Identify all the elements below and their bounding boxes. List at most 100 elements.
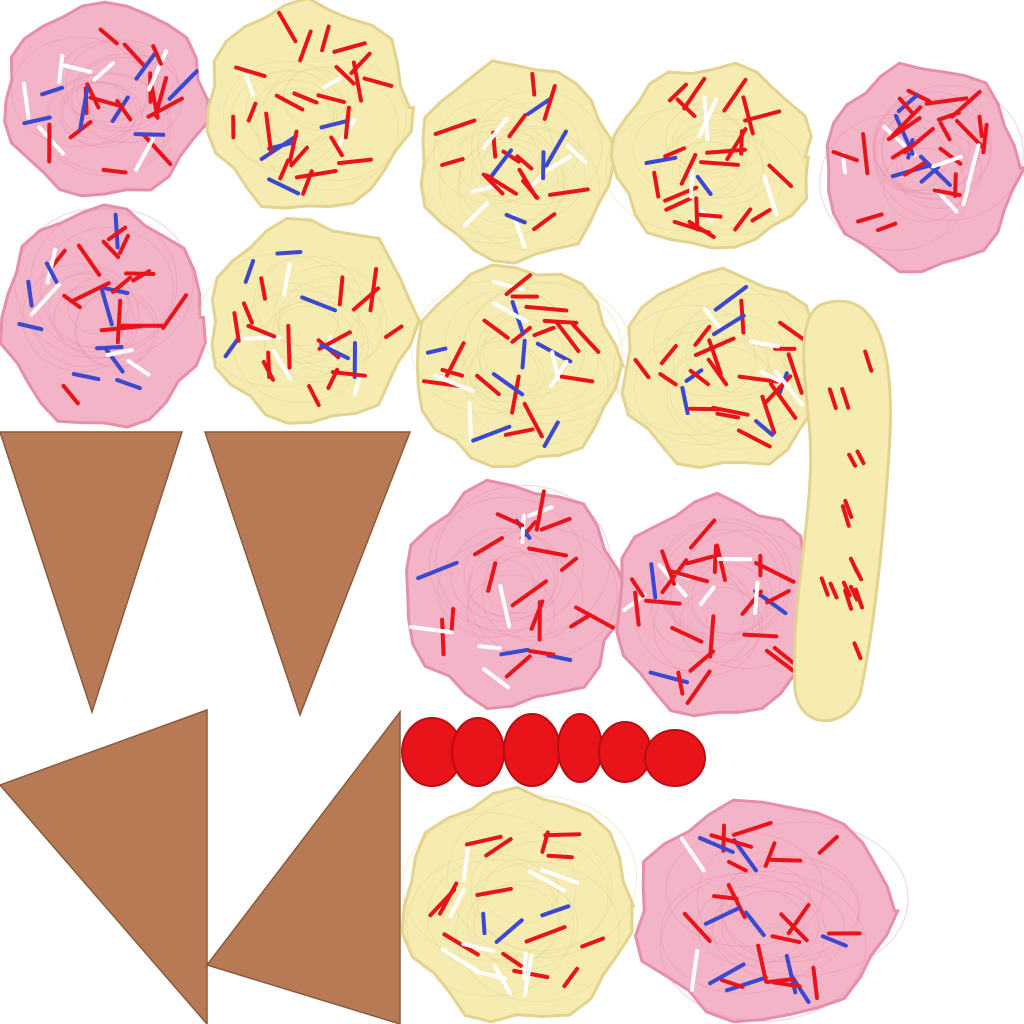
scoop-texture xyxy=(463,530,565,619)
sprinkle xyxy=(106,225,128,242)
sprinkle xyxy=(840,504,851,528)
scoop-texture xyxy=(269,90,335,148)
sprinkle xyxy=(534,489,546,532)
sprinkle xyxy=(61,383,80,406)
sprinkle xyxy=(644,155,678,165)
scoop-texture xyxy=(483,859,560,924)
sprinkle xyxy=(282,262,292,297)
sprinkle xyxy=(896,93,919,114)
sprinkle xyxy=(764,648,798,675)
sprinkle xyxy=(319,343,350,361)
scoop-texture xyxy=(720,856,860,958)
sprinkle xyxy=(153,76,169,118)
sprinkle xyxy=(526,97,551,116)
sprinkle xyxy=(890,105,923,138)
scoop-vanilla xyxy=(419,59,616,265)
sprinkle xyxy=(330,370,367,378)
sprinkle xyxy=(861,132,870,176)
sprinkle xyxy=(902,126,935,155)
scoop-texture xyxy=(435,484,611,638)
sprinkle xyxy=(118,233,130,255)
sprinkle xyxy=(504,212,527,225)
scoop-texture xyxy=(76,56,165,129)
sprinkle xyxy=(580,936,605,949)
scoop-texture xyxy=(410,280,571,415)
sprinkle xyxy=(246,101,258,123)
scoop-texture xyxy=(455,861,621,1003)
cherries xyxy=(401,713,706,787)
sprinkle xyxy=(292,91,319,105)
scoop-body xyxy=(405,478,629,711)
scoop-texture xyxy=(458,138,559,226)
scoop-strawberry xyxy=(0,203,207,429)
sprinkle xyxy=(482,116,509,150)
sprinkle xyxy=(428,887,457,918)
scoop-texture xyxy=(14,208,178,359)
scoop-texture xyxy=(671,140,746,199)
scoop-texture xyxy=(283,68,349,126)
sprinkle xyxy=(847,452,858,468)
sprinkle xyxy=(88,95,125,109)
sprinkle xyxy=(843,498,854,519)
sprinkle xyxy=(697,212,723,219)
sprinkle xyxy=(546,154,573,172)
sprinkle xyxy=(316,93,346,104)
sprinkle xyxy=(774,369,804,407)
sprinkle xyxy=(440,947,480,974)
cherry xyxy=(451,717,505,787)
sprinkle xyxy=(501,149,521,164)
sprinkle xyxy=(477,644,502,651)
scoop-vanilla xyxy=(605,61,813,250)
sprinkle xyxy=(715,543,727,582)
sprinkle xyxy=(486,561,498,593)
scoop-texture xyxy=(245,70,336,149)
scoop-texture xyxy=(721,890,820,963)
sprinkle xyxy=(744,910,766,938)
scoop-texture xyxy=(422,119,566,244)
sprinkle xyxy=(840,386,851,410)
sprinkle xyxy=(708,962,746,986)
sprinkle xyxy=(733,207,753,232)
scoop-texture xyxy=(53,285,127,353)
scoop-strawberry xyxy=(819,61,1024,274)
sprinkle xyxy=(151,44,163,66)
scoop-texture xyxy=(278,285,383,373)
sprinkle xyxy=(693,324,712,347)
sprinkle xyxy=(440,367,464,378)
sprinkle xyxy=(319,118,350,130)
sprinkle xyxy=(906,88,932,104)
sprinkle xyxy=(484,837,513,858)
sprinkle xyxy=(62,63,93,74)
sprinkle xyxy=(708,614,716,659)
scoop-texture xyxy=(67,277,129,335)
scoop-vanilla xyxy=(205,0,416,210)
scoop-texture xyxy=(11,36,148,148)
sprinkle xyxy=(876,221,898,233)
sprinkle xyxy=(278,158,290,181)
sprinkle xyxy=(694,196,700,232)
sprinkle xyxy=(464,834,503,847)
scoop-texture xyxy=(881,104,981,195)
cherry xyxy=(598,721,652,783)
sprinkle xyxy=(527,546,568,558)
scoop-body xyxy=(609,61,813,250)
sprinkle xyxy=(264,111,273,153)
sprinkle xyxy=(742,632,779,639)
sprinkle xyxy=(337,157,373,166)
sprinkle xyxy=(540,904,571,918)
sprinkle xyxy=(658,372,678,387)
scoop-texture xyxy=(48,271,131,348)
scoop-texture xyxy=(262,55,407,182)
scoop-texture xyxy=(895,131,983,210)
sprinkle xyxy=(467,401,473,443)
sprinkle xyxy=(644,598,682,606)
scoop-texture xyxy=(450,527,559,623)
sprinkle xyxy=(492,301,529,324)
sprinkle xyxy=(539,516,572,532)
scoop-texture xyxy=(479,127,586,221)
cone-shape xyxy=(203,431,412,718)
sprinkle xyxy=(442,932,480,957)
scoop-texture xyxy=(696,821,909,977)
cone-tilted-left xyxy=(0,708,208,1024)
sprinkle xyxy=(241,301,254,325)
